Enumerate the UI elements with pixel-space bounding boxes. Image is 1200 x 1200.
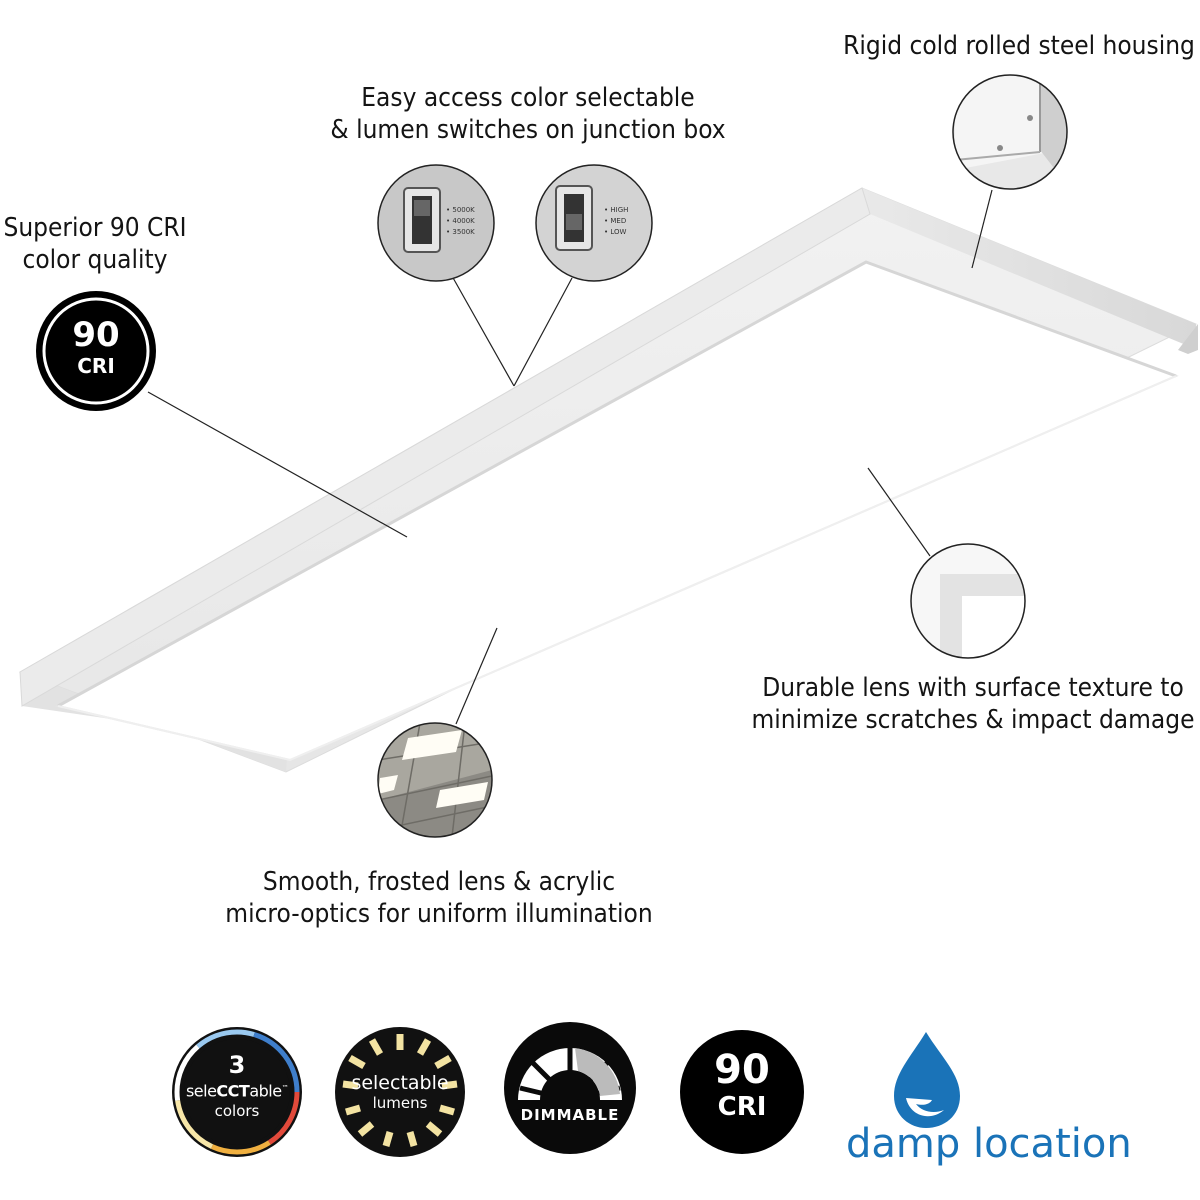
cct-option-1: • 5000K	[446, 206, 475, 214]
lumens-line1: selectable	[351, 1072, 449, 1094]
ceiling-illumination-inset	[377, 722, 493, 838]
cri-badge-small: 90 CRI	[692, 1048, 792, 1122]
cri-badge-unit: CRI	[77, 354, 115, 378]
optics-callout: Smooth, frosted lens & acrylic micro-opt…	[214, 866, 664, 930]
switches-callout: Easy access color selectable & lumen swi…	[320, 82, 736, 146]
selectcct-badge: 3 seleCCTable™ colors	[177, 1052, 297, 1121]
panel-frame-edge	[19, 187, 871, 707]
selectcct-sub: colors	[214, 1102, 260, 1121]
cri-small-unit: CRI	[717, 1092, 767, 1122]
cri-callout-line1: Superior 90 CRI	[3, 213, 187, 243]
cri-badge-small-art	[680, 1030, 804, 1154]
water-drop-icon	[894, 1032, 960, 1128]
lumens-badge-art	[335, 1027, 465, 1157]
cct-switch-labels: • 5000K • 4000K • 3500K	[446, 205, 475, 238]
cct-switch-inset	[377, 164, 495, 282]
lumen-option-3: • LOW	[604, 228, 627, 236]
housing-callout-text: Rigid cold rolled steel housing	[843, 31, 1195, 61]
switches-callout-line1: Easy access color selectable	[361, 83, 695, 113]
cct-option-3: • 3500K	[446, 228, 475, 236]
cct-option-2: • 4000K	[446, 217, 475, 225]
housing-detail-inset	[952, 74, 1068, 190]
lumen-option-1: • HIGH	[604, 206, 629, 214]
optics-callout-line2: micro-optics for uniform illumination	[225, 899, 653, 929]
selectcct-badge-art	[172, 1027, 302, 1157]
lens-callout-line1: Durable lens with surface texture to	[762, 673, 1184, 703]
cri-badge-number: 90	[72, 315, 120, 355]
damp-location-label: damp location	[846, 1121, 1132, 1167]
dimmable-badge-art	[504, 1022, 636, 1154]
lumen-option-2: • MED	[604, 217, 627, 225]
switches-callout-line2: & lumen switches on junction box	[330, 115, 726, 145]
panel-frame-side-right	[862, 188, 1198, 350]
cri-small-number: 90	[714, 1047, 770, 1093]
leader-lines	[147, 189, 993, 725]
lumens-badge: selectable lumens	[340, 1072, 460, 1112]
panel-frame-side-left	[20, 672, 288, 772]
lumens-line2: lumens	[372, 1094, 428, 1112]
optics-callout-line1: Smooth, frosted lens & acrylic	[262, 867, 616, 897]
lens-corner-inset	[910, 543, 1026, 659]
lumen-switch-inset	[535, 164, 653, 282]
housing-callout: Rigid cold rolled steel housing	[838, 30, 1200, 62]
led-panel	[18, 187, 1198, 773]
cri-badge-large-text: 90 CRI	[46, 316, 146, 378]
dimmable-label: DIMMABLE	[520, 1106, 620, 1124]
cri-badge-large	[36, 291, 156, 411]
selectcct-number: 3	[228, 1051, 246, 1079]
lumen-switch-labels: • HIGH • MED • LOW	[604, 205, 628, 238]
lens-callout-line2: minimize scratches & impact damage	[751, 705, 1195, 735]
cri-callout: Superior 90 CRI color quality	[0, 212, 190, 276]
selectcct-brand: seleCCTable™	[185, 1081, 289, 1101]
cri-callout-line2: color quality	[22, 245, 168, 275]
lens-callout: Durable lens with surface texture to min…	[746, 672, 1200, 736]
